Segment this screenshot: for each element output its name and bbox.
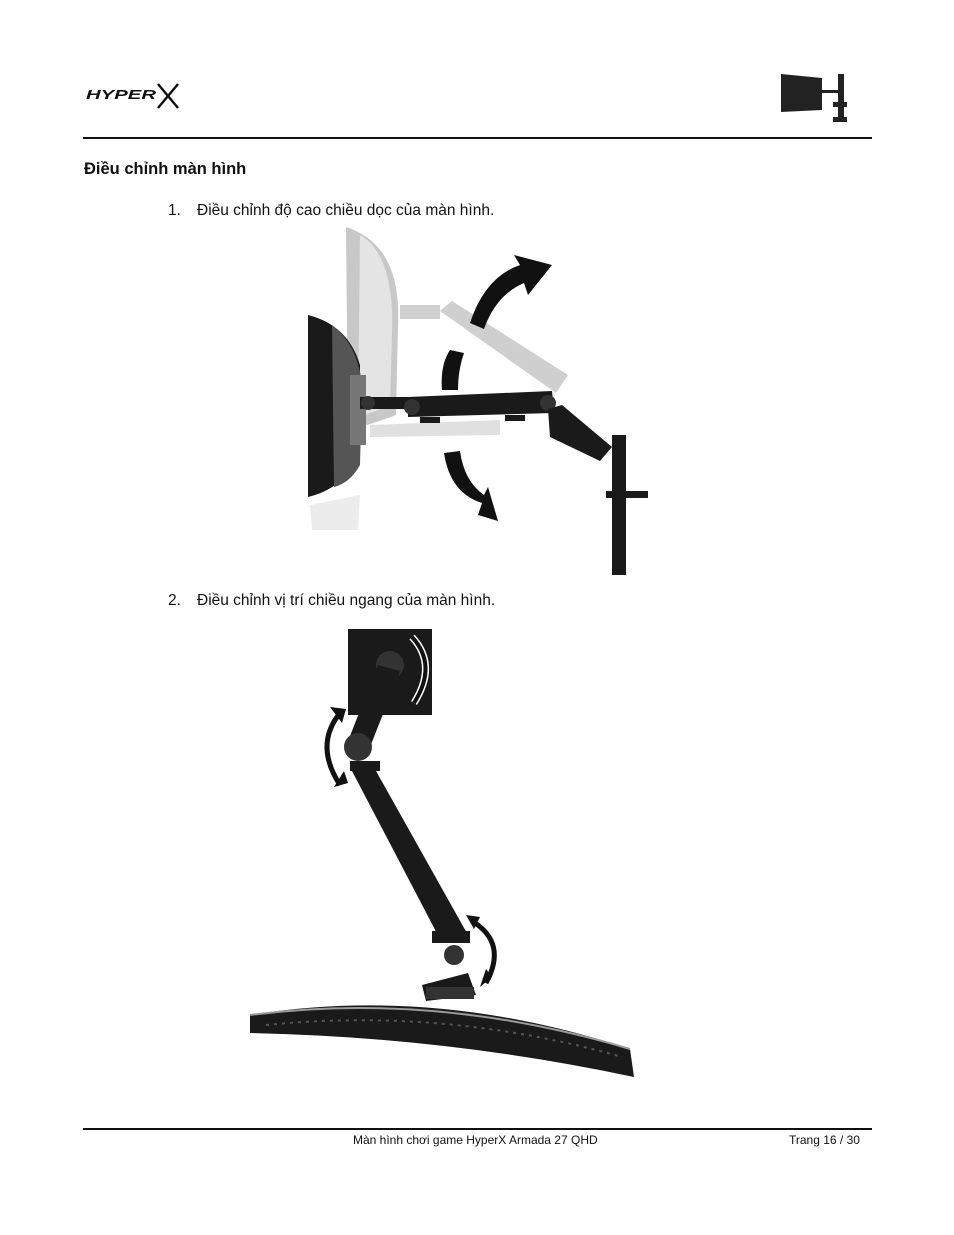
step-2: 2. Điều chỉnh vị trí chiều ngang của màn …	[168, 592, 495, 610]
step-text: Điều chỉnh độ cao chiều dọc của màn hình…	[197, 202, 495, 219]
step-text: Điều chỉnh vị trí chiều ngang của màn hì…	[197, 592, 496, 609]
hyperx-logo: HYPER	[86, 83, 179, 109]
svg-text:HYPER: HYPER	[86, 87, 157, 102]
rotate-arrow-icon	[324, 711, 343, 787]
horizontal-adjustment-illustration	[249, 629, 634, 1077]
up-arrow-icon	[470, 255, 552, 329]
monitor-arm-icon	[781, 74, 847, 122]
rotate-arrow-icon	[470, 918, 497, 985]
page-number: Trang 16 / 30	[789, 1133, 860, 1147]
footer-rule	[83, 1128, 872, 1130]
header-rule	[83, 137, 872, 139]
step-1: 1. Điều chỉnh độ cao chiều dọc của màn hì…	[168, 202, 494, 220]
step-number: 2.	[168, 592, 181, 609]
step-number: 1.	[168, 202, 181, 219]
footer-title: Màn hình chơi game HyperX Armada 27 QHD	[353, 1133, 598, 1147]
down-arrow-icon	[444, 451, 498, 521]
vertical-adjustment-illustration	[308, 227, 648, 575]
section-title: Điều chỉnh màn hình	[84, 160, 247, 178]
